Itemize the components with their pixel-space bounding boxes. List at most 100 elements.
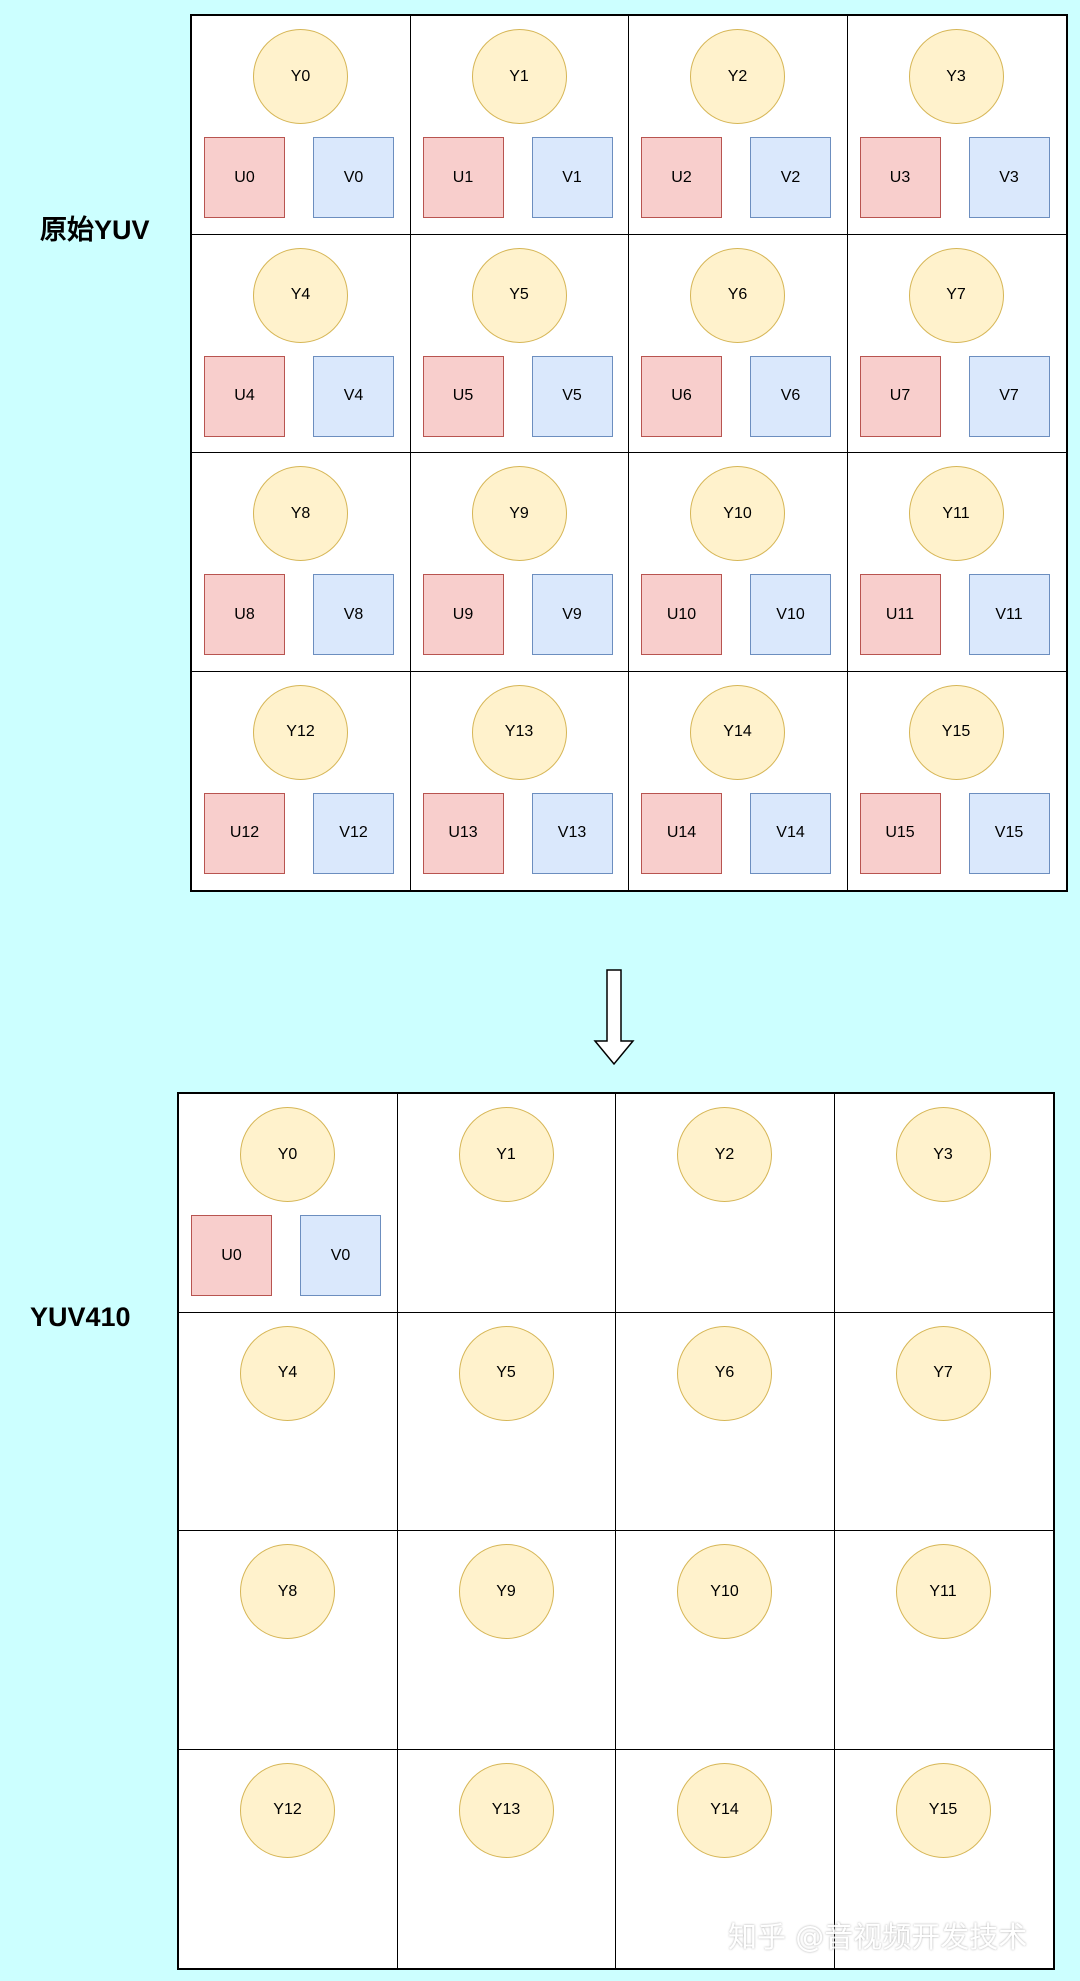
yuv410-pixel-cell: Y7: [834, 1312, 1053, 1531]
yuv410-pixel-cell: Y11: [834, 1531, 1053, 1750]
yuv410-pixel-cell: Y15: [834, 1749, 1053, 1968]
down-arrow-icon: [593, 969, 635, 1066]
yuv410-pixel-cell: Y14: [616, 1749, 835, 1968]
v-sample-box: V12: [313, 792, 394, 874]
v-sample-box: V8: [313, 574, 394, 655]
watermark: 知乎 @音视频开发技术: [728, 1920, 1028, 1954]
u-sample-box: U6: [641, 355, 722, 437]
yuv410-label: YUV410: [30, 1302, 131, 1332]
v-sample-box: V7: [968, 355, 1050, 437]
u-sample-box: U0: [204, 137, 285, 218]
y-sample-circle: Y7: [895, 1325, 991, 1421]
original-yuv-label: 原始YUV: [40, 215, 150, 245]
yuv410-pixel-cell: Y6: [616, 1312, 835, 1531]
y-sample-circle: Y5: [471, 247, 567, 343]
y-sample-circle: Y8: [253, 466, 348, 561]
u-sample-box: U0: [191, 1215, 272, 1296]
y-sample-circle: Y13: [471, 684, 567, 780]
y-sample-circle: Y6: [690, 247, 785, 343]
y-sample-circle: Y0: [253, 29, 348, 124]
v-sample-box: V5: [531, 355, 613, 437]
y-sample-circle: Y3: [908, 29, 1004, 124]
y-sample-circle: Y6: [677, 1325, 772, 1421]
y-sample-circle: Y15: [895, 1762, 991, 1858]
yuv410-pixel-cell: Y5: [397, 1312, 616, 1531]
y-sample-circle: Y2: [677, 1107, 772, 1202]
v-sample-box: V6: [750, 355, 831, 437]
y-sample-circle: Y5: [458, 1325, 554, 1421]
yuv410-pixel-cell: Y3: [834, 1094, 1053, 1313]
v-sample-box: V2: [750, 137, 831, 218]
u-sample-box: U12: [204, 792, 285, 874]
u-sample-box: U4: [204, 355, 285, 437]
y-sample-circle: Y7: [908, 247, 1004, 343]
y-sample-circle: Y1: [458, 1107, 554, 1202]
yuv410-pixel-cell: Y1: [397, 1094, 616, 1313]
v-sample-box: V1: [531, 137, 613, 218]
v-sample-box: V0: [300, 1215, 381, 1296]
v-sample-box: V0: [313, 137, 394, 218]
v-sample-box: V3: [968, 137, 1050, 218]
u-sample-box: U9: [422, 574, 504, 655]
y-sample-circle: Y2: [690, 29, 785, 124]
u-sample-box: U8: [204, 574, 285, 655]
y-sample-circle: Y9: [471, 466, 567, 561]
u-sample-box: U1: [422, 137, 504, 218]
u-sample-box: U11: [859, 574, 941, 655]
y-sample-circle: Y8: [240, 1544, 335, 1639]
y-sample-circle: Y10: [677, 1544, 772, 1639]
v-sample-box: V10: [750, 574, 831, 655]
u-sample-box: U13: [422, 792, 504, 874]
u-sample-box: U3: [859, 137, 941, 218]
yuv410-pixel-cell: Y12: [179, 1749, 398, 1968]
u-sample-box: U5: [422, 355, 504, 437]
yuv410-pixel-cell: Y9: [397, 1531, 616, 1750]
y-sample-circle: Y4: [253, 247, 348, 343]
v-sample-box: V15: [968, 792, 1050, 874]
yuv410-pixel-cell: Y13: [397, 1749, 616, 1968]
y-sample-circle: Y14: [690, 684, 785, 780]
y-sample-circle: Y13: [458, 1762, 554, 1858]
yuv410-pixel-cell: Y4: [179, 1312, 398, 1531]
y-sample-circle: Y14: [677, 1762, 772, 1858]
y-sample-circle: Y10: [690, 466, 785, 561]
y-sample-circle: Y12: [253, 684, 348, 780]
u-sample-box: U14: [641, 792, 722, 874]
yuv410-pixel-cell: Y8: [179, 1531, 398, 1750]
v-sample-box: V13: [531, 792, 613, 874]
u-sample-box: U15: [859, 792, 941, 874]
v-sample-box: V4: [313, 355, 394, 437]
u-sample-box: U10: [641, 574, 722, 655]
y-sample-circle: Y12: [240, 1762, 335, 1858]
y-sample-circle: Y11: [895, 1544, 991, 1639]
u-sample-box: U2: [641, 137, 722, 218]
y-sample-circle: Y11: [908, 466, 1004, 561]
yuv410-pixel-cell: Y10: [616, 1531, 835, 1750]
u-sample-box: U7: [859, 355, 941, 437]
y-sample-circle: Y1: [471, 29, 567, 124]
v-sample-box: V14: [750, 792, 831, 874]
yuv410-pixel-cell: Y2: [616, 1094, 835, 1313]
y-sample-circle: Y3: [895, 1107, 991, 1202]
y-sample-circle: Y4: [240, 1325, 335, 1421]
y-sample-circle: Y0: [240, 1107, 335, 1202]
